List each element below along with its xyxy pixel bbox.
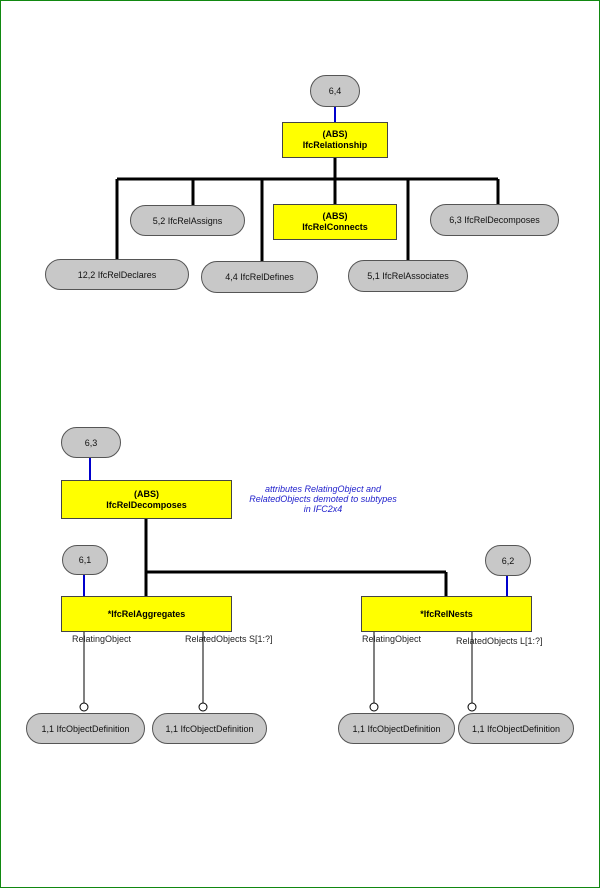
entity-name: IfcRelDecomposes xyxy=(106,499,187,510)
target-pill: 1,1 IfcObjectDefinition xyxy=(26,713,145,744)
note-text: attributes RelatingObject and RelatedObj… xyxy=(238,484,408,514)
page-ref-pill: 6,1 xyxy=(62,545,108,575)
attribute-end-circle xyxy=(198,702,208,712)
target-pill: 1,1 IfcObjectDefinition xyxy=(458,713,574,744)
note-line: attributes RelatingObject and xyxy=(264,484,382,494)
attribute-end-circle xyxy=(79,702,89,712)
entity-box-ifcrelconnects: (ABS) IfcRelConnects xyxy=(273,204,397,240)
subtype-pill-assigns: 5,2 IfcRelAssigns xyxy=(130,205,245,236)
target-pill: 1,1 IfcObjectDefinition xyxy=(338,713,455,744)
target-pill: 1,1 IfcObjectDefinition xyxy=(152,713,267,744)
note-line: in IFC2x4 xyxy=(303,504,343,514)
abs-label: (ABS) xyxy=(322,211,348,221)
page-ref-pill: 6,2 xyxy=(485,545,531,576)
attribute-end-circle xyxy=(369,702,379,712)
note-line: RelatedObjects demoted to subtypes xyxy=(249,494,397,504)
page-ref-pill: 6,4 xyxy=(310,75,360,107)
entity-name: *IfcRelAggregates xyxy=(107,608,186,619)
abs-label: (ABS) xyxy=(134,488,159,499)
attribute-label: RelatingObject xyxy=(362,634,422,644)
subtype-pill-defines: 4,4 IfcRelDefines xyxy=(201,261,318,293)
entity-name: IfcRelationship xyxy=(302,140,368,150)
entity-name: *IfcRelNests xyxy=(420,608,473,619)
attribute-end-circle xyxy=(467,702,477,712)
attribute-label: RelatedObjects S[1:?] xyxy=(185,634,273,644)
page-ref-pill: 6,3 xyxy=(61,427,121,458)
subtype-pill-declares: 12,2 IfcRelDeclares xyxy=(45,259,189,290)
entity-name: IfcRelConnects xyxy=(302,222,368,232)
entity-box-ifcreldecomposes: (ABS) IfcRelDecomposes xyxy=(61,480,232,519)
entity-box-ifcrelnests: *IfcRelNests xyxy=(361,596,532,632)
entity-box-ifcrelationship: (ABS) IfcRelationship xyxy=(282,122,388,158)
attribute-label: RelatingObject xyxy=(72,634,132,644)
subtype-pill-decomposes: 6,3 IfcRelDecomposes xyxy=(430,204,559,236)
attribute-label: RelatedObjects L[1:?] xyxy=(456,636,543,646)
abs-label: (ABS) xyxy=(322,129,348,139)
entity-box-ifcrelaggregates: *IfcRelAggregates xyxy=(61,596,232,632)
subtype-pill-associates: 5,1 IfcRelAssociates xyxy=(348,260,468,292)
